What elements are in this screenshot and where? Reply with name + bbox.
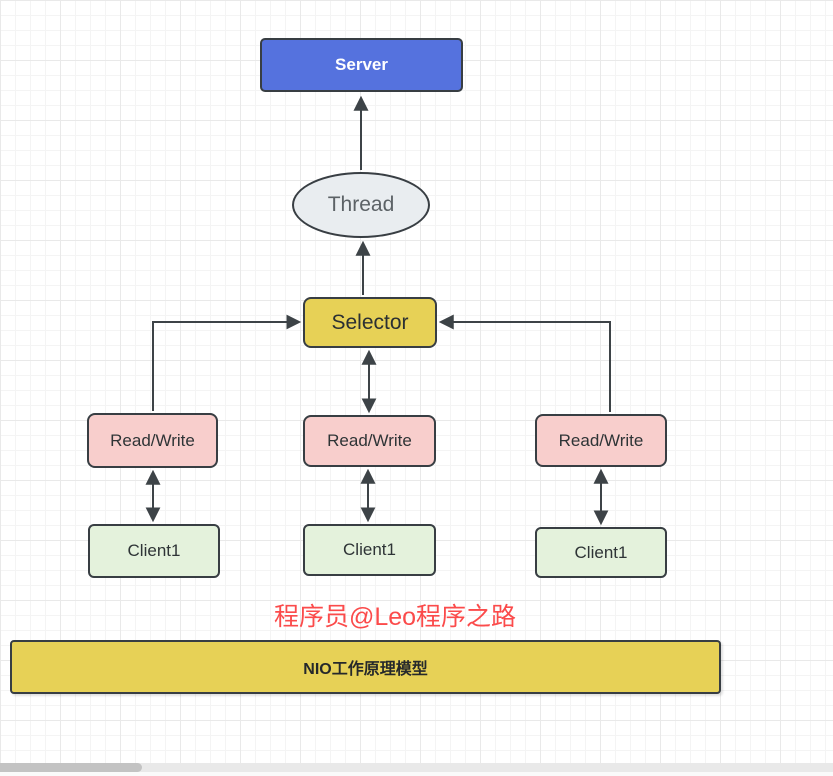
read-write-node-right: Read/Write bbox=[535, 414, 667, 467]
read-write-node-left: Read/Write bbox=[87, 413, 218, 468]
watermark-text: 程序员@Leo程序之路 bbox=[273, 603, 517, 631]
arrow-readwrite-left-to-selector bbox=[152, 314, 302, 411]
read-write-node-middle: Read/Write bbox=[303, 415, 436, 467]
client-node-left: Client1 bbox=[88, 524, 220, 578]
bottom-strip bbox=[0, 772, 833, 776]
thread-node: Thread bbox=[292, 172, 430, 238]
client-node-right: Client1 bbox=[535, 527, 667, 578]
selector-node: Selector bbox=[303, 297, 437, 348]
client-node-middle: Client1 bbox=[303, 524, 436, 576]
horizontal-scrollbar-track[interactable] bbox=[0, 763, 833, 772]
horizontal-scrollbar-thumb[interactable] bbox=[0, 763, 142, 772]
title-banner: NIO工作原理模型 bbox=[10, 640, 721, 694]
arrow-readwrite-right-to-selector bbox=[438, 314, 611, 412]
server-node: Server bbox=[260, 38, 463, 92]
